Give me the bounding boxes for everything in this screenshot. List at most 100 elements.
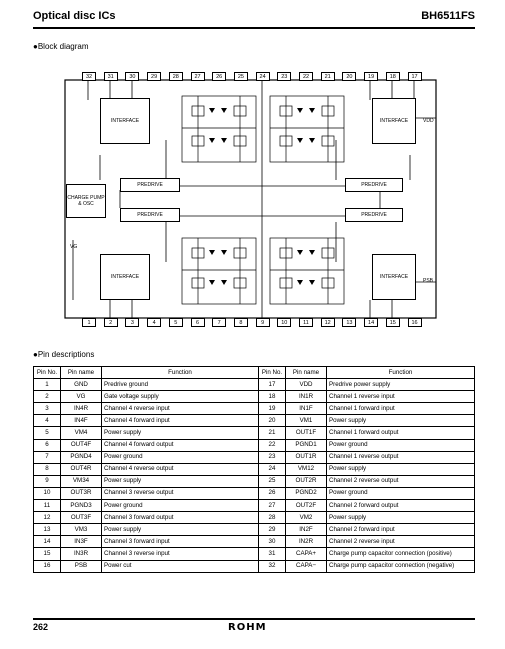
pin-box: 19 [364, 72, 379, 81]
pin-box: 16 [407, 318, 422, 327]
pin-number: 17 [258, 378, 286, 392]
bullet-icon: ● [33, 42, 38, 51]
pin-name: VM3 [60, 523, 102, 537]
interface-block-top-right: INTERFACE [372, 98, 416, 144]
pin-box: 15 [385, 318, 400, 327]
pin-name: IN4R [60, 402, 102, 416]
pin-function: Channel 2 reverse input [326, 535, 475, 549]
pin-name: IN1R [285, 390, 327, 404]
vg-label: VG [70, 244, 78, 250]
pin-function: Channel 4 forward input [101, 414, 259, 428]
pin-function: Predrive ground [101, 378, 259, 392]
pin-name: IN3R [60, 547, 102, 561]
pin-number: 26 [258, 486, 286, 501]
pin-number: 18 [258, 390, 286, 404]
pin-box: 32 [82, 72, 96, 81]
pin-box: 24 [255, 72, 270, 81]
pin-name: VG [60, 390, 102, 404]
pin-number: 14 [33, 535, 61, 549]
pin-function: Power supply [101, 426, 259, 440]
pin-function: Channel 1 reverse output [326, 450, 475, 464]
pin-function: Channel 1 reverse input [326, 390, 475, 404]
bullet-icon: ● [33, 350, 38, 359]
charge-pump-osc-block: CHARGE PUMP & OSC [66, 184, 106, 218]
pin-box: 30 [125, 72, 140, 81]
pin-box: 5 [168, 318, 183, 327]
footer-rule [33, 618, 475, 620]
pin-number: 8 [33, 462, 61, 476]
pin-number: 21 [258, 426, 286, 440]
pin-function: Channel 2 reverse output [326, 474, 475, 488]
col-pin-no: Pin No. [33, 365, 61, 380]
pin-box: 27 [190, 72, 205, 81]
rohm-logo: ROHM [228, 622, 267, 633]
pin-name: OUT2F [285, 499, 327, 513]
pin-number: 20 [258, 414, 286, 428]
pin-box: 2 [103, 318, 118, 327]
col-pin-name: Pin name [285, 365, 327, 380]
pin-box: 20 [342, 72, 357, 81]
pin-description-table: Pin No. Pin name Function Pin No. Pin na… [33, 365, 475, 573]
pin-box: 17 [407, 72, 422, 81]
interface-block-top-left: INTERFACE [100, 98, 150, 144]
predrive-block-1: PREDRIVE [120, 178, 180, 192]
pin-name: IN2R [285, 535, 327, 549]
pin-number: 1 [33, 378, 61, 392]
pin-number: 19 [258, 402, 286, 416]
col-pin-name: Pin name [60, 365, 102, 380]
interface-block-bottom-left: INTERFACE [100, 254, 150, 300]
pin-name: VM2 [285, 511, 327, 525]
pin-name: VM4 [60, 426, 102, 440]
pin-box: 25 [233, 72, 248, 81]
pin-number: 7 [33, 450, 61, 464]
pin-name: OUT1R [285, 450, 327, 464]
pin-name: OUT4F [60, 438, 102, 452]
pin-box: 7 [212, 318, 227, 327]
pin-function: Channel 4 forward output [101, 438, 259, 452]
pin-function: Channel 4 reverse input [101, 402, 259, 416]
pin-function: Power supply [326, 414, 475, 428]
table-header-row: Pin No. Pin name Function Pin No. Pin na… [33, 365, 475, 380]
interface-block-bottom-right: INTERFACE [372, 254, 416, 300]
pin-number: 6 [33, 438, 61, 452]
pin-name: PGND2 [285, 486, 327, 501]
pin-number: 23 [258, 450, 286, 464]
pin-function: Channel 2 forward input [326, 523, 475, 537]
pin-name: VDD [285, 378, 327, 392]
pin-box: 13 [342, 318, 357, 327]
pin-number: 5 [33, 426, 61, 440]
pin-box: 14 [364, 318, 379, 327]
pin-box: 4 [147, 318, 162, 327]
header-part-number: BH6511FS [421, 10, 475, 22]
pin-function: Gate voltage supply [101, 390, 259, 404]
pin-number: 30 [258, 535, 286, 549]
pin-name: VM34 [60, 474, 102, 488]
pin-function: Power cut [101, 559, 259, 573]
pin-function: Channel 2 forward output [326, 499, 475, 513]
pin-number: 15 [33, 547, 61, 561]
pin-box: 6 [190, 318, 205, 327]
pin-function: Channel 3 forward output [101, 511, 259, 525]
pin-box: 28 [168, 72, 183, 81]
pin-number: 12 [33, 511, 61, 525]
pin-box: 21 [320, 72, 335, 81]
pin-number: 16 [33, 559, 61, 573]
pin-descriptions-heading: ●Pin descriptions [33, 350, 95, 359]
predrive-block-2: PREDRIVE [345, 178, 403, 192]
pin-function: Power supply [101, 474, 259, 488]
page-header: Optical disc ICs BH6511FS [33, 10, 475, 28]
vdd-label: VDD [423, 118, 434, 124]
diagram-wiring [64, 79, 437, 319]
pin-number: 2 [33, 390, 61, 404]
pin-function: Charge pump capacitor connection (negati… [326, 559, 475, 573]
